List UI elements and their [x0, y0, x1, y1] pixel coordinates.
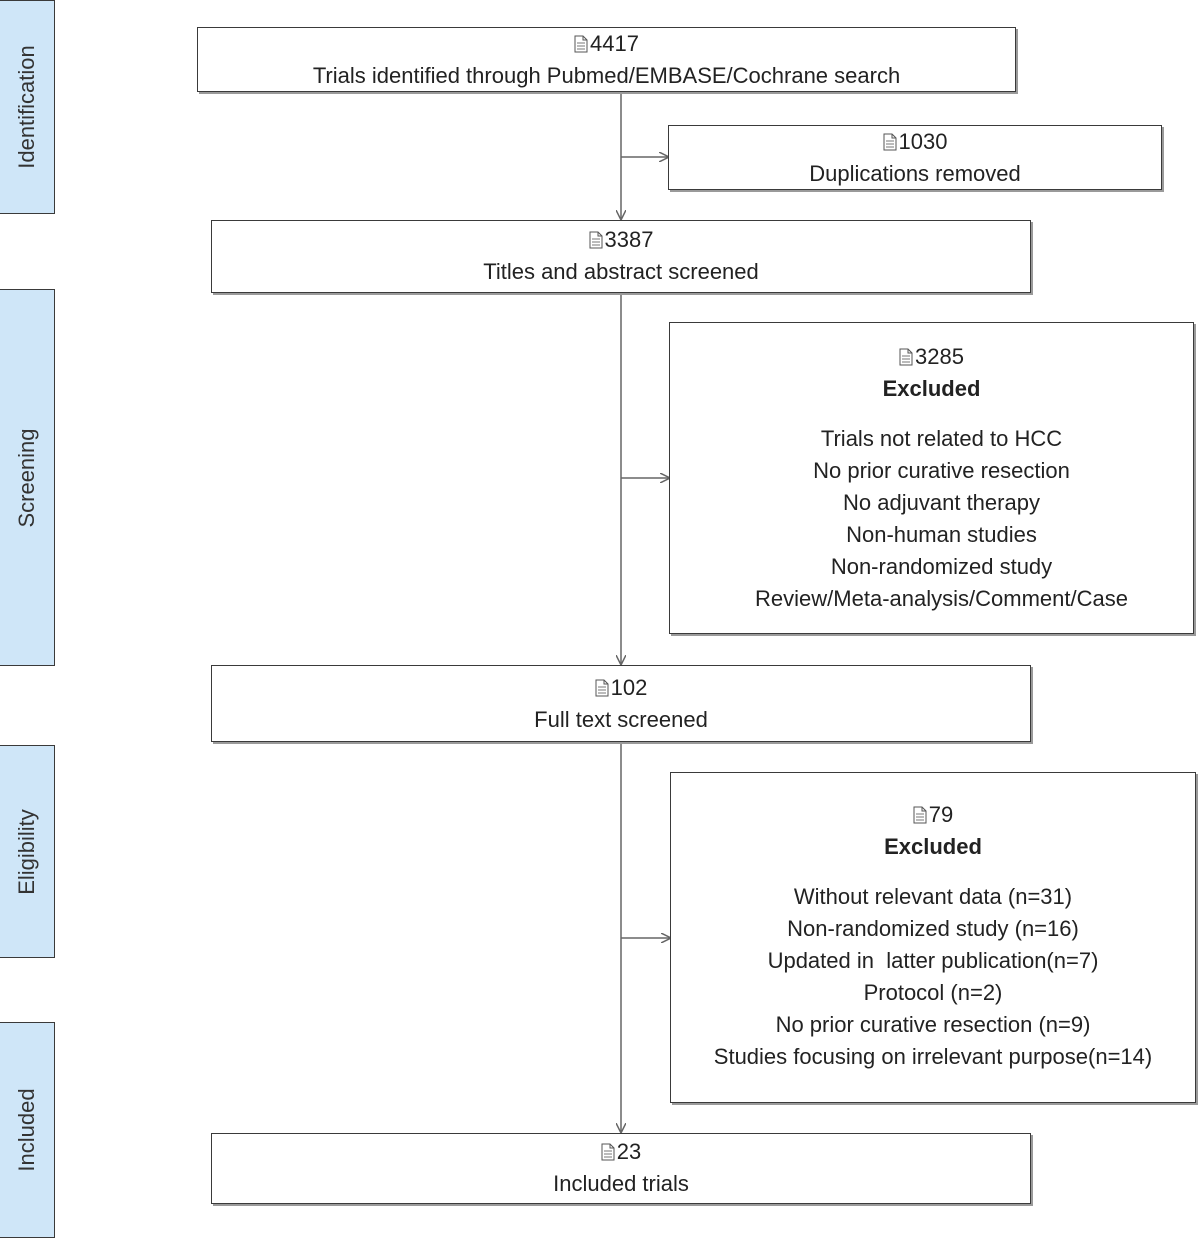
- count-row: 3285: [670, 341, 1193, 373]
- duplicates-count: 1030: [898, 129, 948, 154]
- document-icon: [574, 35, 588, 53]
- reason-item: No adjuvant therapy: [843, 490, 1040, 515]
- document-icon: [899, 348, 913, 366]
- box-identified: 4417 Trials identified through Pubmed/EM…: [197, 27, 1016, 92]
- phase-identification: Identification: [0, 0, 55, 214]
- fulltext-label: Full text screened: [534, 707, 708, 732]
- reason-item: Updated in latter publication(n=7): [767, 948, 1099, 973]
- phase-included: Included: [0, 1022, 55, 1238]
- phase-screening-label: Screening: [14, 427, 39, 528]
- phase-included-label: Included: [14, 1088, 39, 1172]
- phase-eligibility: Eligibility: [0, 745, 55, 958]
- box-included-trials: 23 Included trials: [211, 1133, 1031, 1204]
- identified-label: Trials identified through Pubmed/EMBASE/…: [312, 63, 901, 88]
- box-excluded-screening: 3285 Excluded Trials not related to HCC …: [669, 322, 1194, 634]
- excluded-screening-reasons: Trials not related to HCC No prior curat…: [690, 423, 1193, 615]
- document-icon: [601, 1143, 615, 1161]
- reason-item: Non-randomized study (n=16): [787, 916, 1079, 941]
- count-row: 4417: [198, 28, 1015, 60]
- excluded-screening-title: Excluded: [882, 376, 981, 401]
- count-row: 3387: [212, 224, 1030, 256]
- included-count: 23: [616, 1139, 642, 1164]
- phase-screening: Screening: [0, 289, 55, 666]
- reason-item: No prior curative resection: [813, 458, 1070, 483]
- fulltext-count: 102: [610, 675, 648, 700]
- titles-label: Titles and abstract screened: [483, 259, 759, 284]
- document-icon: [913, 806, 927, 824]
- included-label: Included trials: [553, 1171, 689, 1196]
- phase-identification-label: Identification: [14, 45, 39, 169]
- excluded-screening-count: 3285: [915, 344, 964, 369]
- reason-item: Trials not related to HCC: [820, 426, 1063, 451]
- excluded-eligibility-count: 79: [928, 802, 954, 827]
- reason-item: Non-human studies: [846, 522, 1037, 547]
- identified-count: 4417: [590, 31, 639, 56]
- reason-item: Without relevant data (n=31): [793, 884, 1073, 909]
- box-titles-screened: 3387 Titles and abstract screened: [211, 220, 1031, 293]
- reason-item: Review/Meta-analysis/Comment/Case: [755, 586, 1128, 611]
- count-row: 23: [212, 1136, 1030, 1168]
- reason-item: Studies focusing on irrelevant purpose(n…: [713, 1044, 1153, 1069]
- box-fulltext-screened: 102 Full text screened: [211, 665, 1031, 742]
- excluded-eligibility-reasons: Without relevant data (n=31) Non-randomi…: [671, 881, 1195, 1073]
- document-icon: [589, 231, 603, 249]
- document-icon: [883, 133, 897, 151]
- reason-item: Non-randomized study: [830, 554, 1053, 579]
- reason-item: Protocol (n=2): [863, 980, 1003, 1005]
- box-duplicates: 1030 Duplications removed: [668, 125, 1162, 190]
- count-row: 102: [212, 672, 1030, 704]
- count-row: 1030: [669, 126, 1161, 158]
- box-excluded-eligibility: 79 Excluded Without relevant data (n=31)…: [670, 772, 1196, 1103]
- count-row: 79: [671, 799, 1195, 831]
- document-icon: [595, 679, 609, 697]
- duplicates-label: Duplications removed: [809, 161, 1021, 186]
- excluded-eligibility-title: Excluded: [884, 834, 982, 859]
- phase-eligibility-label: Eligibility: [14, 808, 39, 895]
- reason-item: No prior curative resection (n=9): [775, 1012, 1091, 1037]
- titles-count: 3387: [604, 227, 654, 252]
